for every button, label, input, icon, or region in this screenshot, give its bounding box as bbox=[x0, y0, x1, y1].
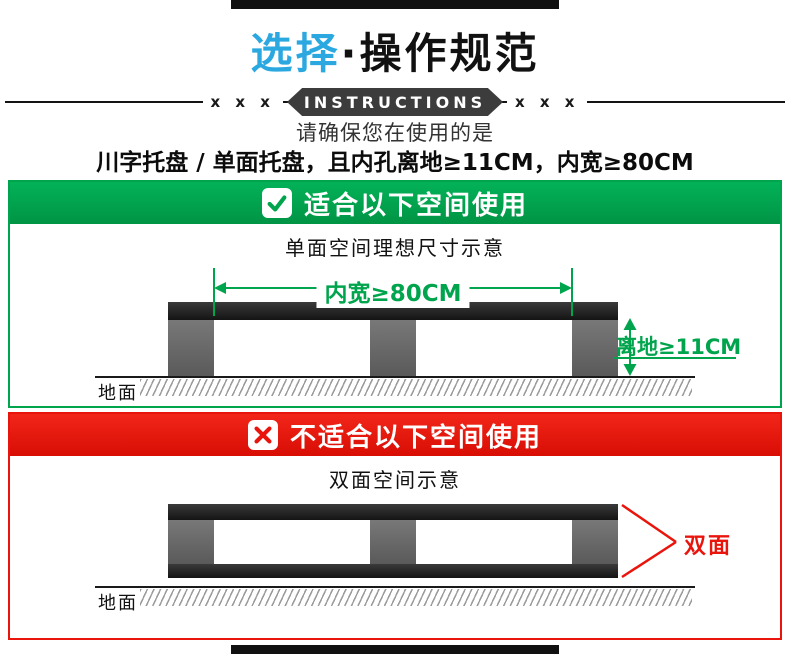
instructions-ribbon: INSTRUCTIONS bbox=[287, 88, 503, 116]
ground-label: 地面 bbox=[98, 593, 138, 614]
suitable-header: 适合以下空间使用 bbox=[10, 182, 780, 224]
unsuitable-header-label: 不适合以下空间使用 bbox=[289, 422, 542, 453]
page-title-rest: ·操作规范 bbox=[340, 29, 540, 78]
ground-line bbox=[95, 586, 695, 588]
intro-line-1: 请确保您在使用的是 bbox=[296, 121, 494, 145]
check-icon bbox=[261, 188, 292, 218]
suitable-header-label: 适合以下空间使用 bbox=[303, 190, 528, 221]
bottom-black-bar bbox=[231, 645, 559, 654]
unsuitable-header: 不适合以下空间使用 bbox=[10, 414, 780, 456]
suitable-section: 适合以下空间使用 单面空间理想尺寸示意 地面 bbox=[8, 180, 782, 408]
page-title: 选择·操作规范 bbox=[0, 20, 790, 81]
cross-icon bbox=[247, 420, 278, 450]
ground-label: 地面 bbox=[98, 383, 138, 404]
pallet-block-center bbox=[370, 520, 416, 564]
pallet-top-deck bbox=[168, 504, 618, 520]
pallet-block-left bbox=[168, 520, 214, 564]
top-black-bar bbox=[231, 0, 559, 9]
suitable-diagram: 单面空间理想尺寸示意 地面 bbox=[10, 224, 780, 406]
instructions-ribbon-row: x x x INSTRUCTIONS x x x bbox=[0, 88, 790, 116]
pallet-bottom-deck bbox=[168, 564, 618, 578]
pallet-block-right bbox=[572, 320, 618, 376]
unsuitable-diagram: 双面空间示意 地面 双面 bbox=[10, 456, 780, 638]
dimension-arrows bbox=[213, 268, 736, 376]
double-face-pointer bbox=[621, 503, 677, 579]
unsuitable-section: 不适合以下空间使用 双面空间示意 地面 双面 bbox=[8, 412, 782, 640]
ground-hatch bbox=[140, 379, 692, 396]
ground-line bbox=[95, 376, 695, 378]
ground-hatch bbox=[140, 589, 692, 606]
pallet-top-deck bbox=[168, 302, 618, 320]
ground-clearance-dimension bbox=[614, 318, 736, 376]
pallet-block-left bbox=[168, 320, 214, 376]
ground-clearance-label: 离地≥11CM bbox=[616, 335, 742, 359]
unsuitable-subtitle: 双面空间示意 bbox=[329, 468, 461, 492]
ribbon-marks-left: x x x bbox=[202, 93, 283, 111]
double-face-label: 双面 bbox=[684, 534, 733, 559]
page-title-highlight: 选择 bbox=[250, 29, 341, 78]
pallet-block-right bbox=[572, 520, 618, 564]
intro-line-2: 川字托盘 / 单面托盘，且内孔离地≥11CM，内宽≥80CM bbox=[96, 150, 694, 176]
ribbon-marks-right: x x x bbox=[507, 93, 588, 111]
inner-width-label: 内宽≥80CM bbox=[316, 274, 470, 308]
pallet-block-center bbox=[370, 320, 416, 376]
suitable-subtitle: 单面空间理想尺寸示意 bbox=[285, 236, 505, 260]
